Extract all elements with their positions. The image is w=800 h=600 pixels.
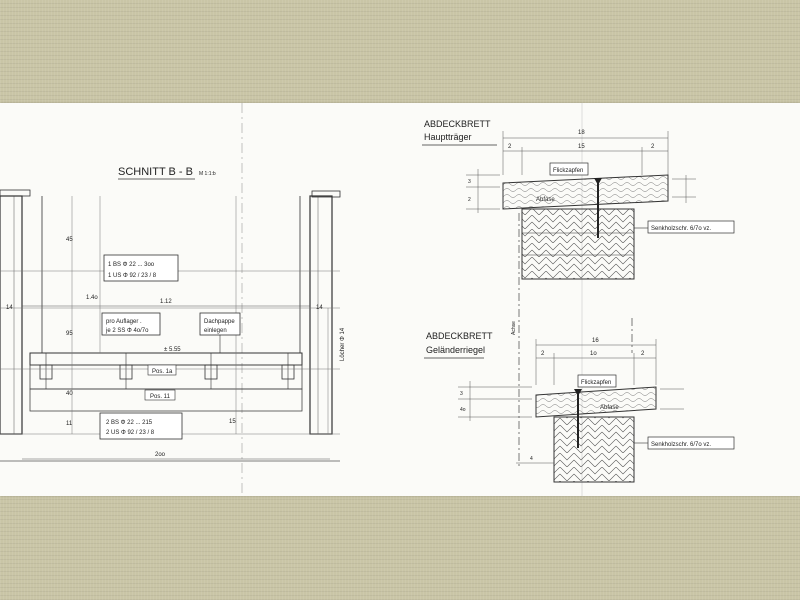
section-scale: M 1:1:b: [199, 171, 216, 177]
note-top-line-1: 1 BS Φ 22 ... 3oo: [108, 262, 155, 268]
detail-rail-dim-mid: 1o: [590, 351, 597, 357]
detail-main-screw: Senkholzschr. 6/7o vz.: [651, 226, 711, 232]
detail-main-dim-left: 2: [508, 144, 512, 150]
pos-lower: Pos. 11: [150, 394, 171, 400]
detail-main-dim-right: 2: [651, 144, 655, 150]
detail-rail-dim-total: 16: [592, 338, 599, 344]
drawing-sheet: SCHNITT B - B M 1:1:b: [0, 103, 800, 496]
detail-main-dim-total: 18: [578, 130, 585, 136]
detail-rail-flickzapfen: Flickzapfen: [581, 380, 611, 386]
detail-rail-dim-left: 2: [541, 351, 545, 357]
detail-geländerriegel: ABDECKBRETT Geländerriegel 16 2 1o 2 Fli…: [424, 331, 735, 483]
detail-hauptträger: ABDECKBRETT Hauptträger 18 2 15 2 Flickz…: [422, 119, 735, 468]
left-post: [0, 195, 23, 435]
dim-left-5: 11: [66, 421, 73, 427]
detail-rail-screw: Senkholzschr. 6/7o vz.: [651, 442, 711, 448]
level-mark: ± 5.55: [164, 347, 181, 353]
detail-rail-title-2: Geländerriegel: [426, 345, 485, 355]
pos-upper: Pos. 1a: [152, 369, 173, 375]
detail-main-dim-mid: 15: [578, 144, 585, 150]
dim-vert-3: 15: [229, 419, 236, 425]
section-b-b: SCHNITT B - B M 1:1:b: [0, 166, 346, 462]
detail-rail-dim-right: 2: [641, 351, 645, 357]
detail-rail-dim-side-1: 3: [460, 391, 463, 397]
note-dachpappe-line-1: Dachpappe: [204, 319, 235, 325]
dim-left-2: 14: [6, 305, 13, 311]
detail-main-abfase: Abfase: [536, 197, 555, 203]
rail-cap-board: [535, 386, 657, 418]
dim-left-1: 45: [66, 237, 73, 243]
note-dachpappe-line-2: einlegen: [204, 328, 227, 334]
detail-main-title-1: ABDECKBRETT: [424, 119, 491, 129]
note-bottom-line-2: 2 US Φ 92 / 23 / 8: [106, 430, 155, 436]
top-beam: [29, 352, 303, 366]
note-top-line-2: 1 US Φ 92 / 23 / 8: [108, 273, 157, 279]
section-title: SCHNITT B - B: [118, 166, 193, 178]
technical-drawing: SCHNITT B - B M 1:1:b: [0, 103, 735, 496]
dim-mid: 1.12: [160, 299, 172, 305]
note-support-line-1: pro Auflager .: [106, 319, 142, 325]
detail-main-dim-side-2: 2: [468, 197, 471, 203]
note-support-line-2: je 2 SS Φ 4o/7o: [105, 328, 149, 334]
detail-main-flickzapfen: Flickzapfen: [553, 168, 583, 174]
detail-rail-dim-side-2: 4o: [460, 407, 466, 413]
dim-left-4: 40: [66, 391, 73, 397]
dim-right-2: Löcher Φ 14: [340, 327, 346, 361]
detail-main-axis: Achse: [511, 321, 517, 335]
dim-right-1: 14: [316, 305, 323, 311]
note-support-box: [101, 312, 161, 336]
dim-vert-1: 1.4o: [86, 295, 98, 301]
main-beam: [521, 208, 635, 280]
dim-left-3: 95: [66, 331, 73, 337]
detail-rail-title-1: ABDECKBRETT: [426, 331, 493, 341]
detail-main-dim-side-1: 3: [468, 179, 471, 185]
main-cap-board: [502, 174, 669, 210]
note-top-box: [103, 254, 179, 282]
bottom-beam: [29, 388, 303, 412]
dim-width: 2oo: [155, 452, 166, 458]
note-bottom-box: [99, 412, 183, 440]
rail-beam: [553, 416, 635, 483]
right-post: [309, 195, 333, 435]
detail-rail-abfase: Abfase: [600, 405, 619, 411]
detail-main-title-2: Hauptträger: [424, 132, 472, 142]
note-bottom-line-1: 2 BS Φ 22 ... 215: [106, 420, 153, 426]
detail-rail-dim-bottom: 4: [530, 456, 533, 462]
